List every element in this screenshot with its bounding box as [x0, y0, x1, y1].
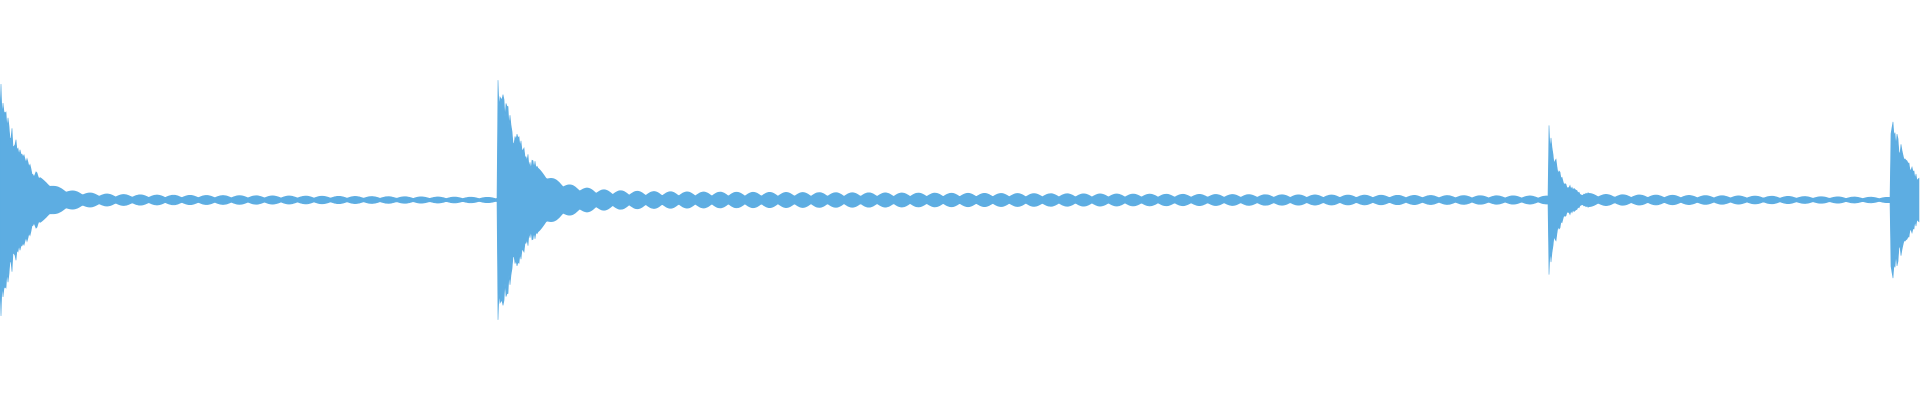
waveform-trace	[0, 80, 1920, 320]
